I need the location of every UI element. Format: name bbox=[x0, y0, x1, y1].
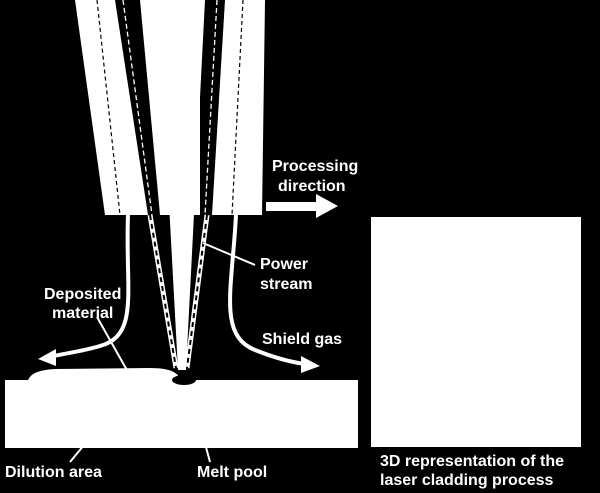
label-shield-gas: Shield gas bbox=[262, 331, 342, 348]
shield-gas-flow bbox=[38, 214, 320, 373]
label-power-line1: Power bbox=[260, 256, 308, 273]
channel-dash-left bbox=[122, 0, 153, 216]
shield-gas-right-curve bbox=[228, 214, 306, 366]
caption-line2: laser cladding process bbox=[380, 472, 554, 489]
substrate-block bbox=[5, 380, 358, 448]
laser-beam bbox=[158, 0, 205, 370]
nozzle-inner-line-left bbox=[96, 0, 121, 216]
workpiece bbox=[5, 368, 358, 448]
powder-stream bbox=[147, 214, 210, 369]
processing-direction-arrow bbox=[266, 194, 338, 218]
deposited-material-bead bbox=[28, 368, 180, 380]
nozzle-inner-line-right bbox=[231, 0, 244, 216]
powder-channel-right bbox=[200, 0, 225, 215]
dilution-area-leader bbox=[69, 444, 85, 463]
caption-line1: 3D representation of the bbox=[380, 453, 564, 470]
label-processing-line2: direction bbox=[278, 178, 346, 195]
label-power-line2: stream bbox=[260, 276, 312, 293]
shield-gas-left-curve bbox=[49, 214, 131, 359]
power-stream-leader bbox=[202, 242, 256, 266]
3d-representation-panel bbox=[371, 217, 581, 447]
melt-pool-leader bbox=[189, 387, 211, 463]
label-dilution-area: Dilution area bbox=[5, 464, 102, 481]
label-deposited-line2: material bbox=[52, 305, 113, 322]
shield-gas-right-arrowhead bbox=[301, 356, 320, 373]
label-processing-line1: Processing bbox=[272, 158, 358, 175]
leader-lines bbox=[69, 242, 256, 463]
channel-dash-right bbox=[204, 0, 218, 216]
label-deposited-line1: Deposited bbox=[44, 286, 121, 303]
label-melt-pool: Melt pool bbox=[197, 464, 267, 481]
deposited-material-leader bbox=[96, 316, 129, 373]
shield-gas-left-arrowhead bbox=[38, 349, 56, 366]
melt-pool-spot bbox=[172, 375, 196, 385]
